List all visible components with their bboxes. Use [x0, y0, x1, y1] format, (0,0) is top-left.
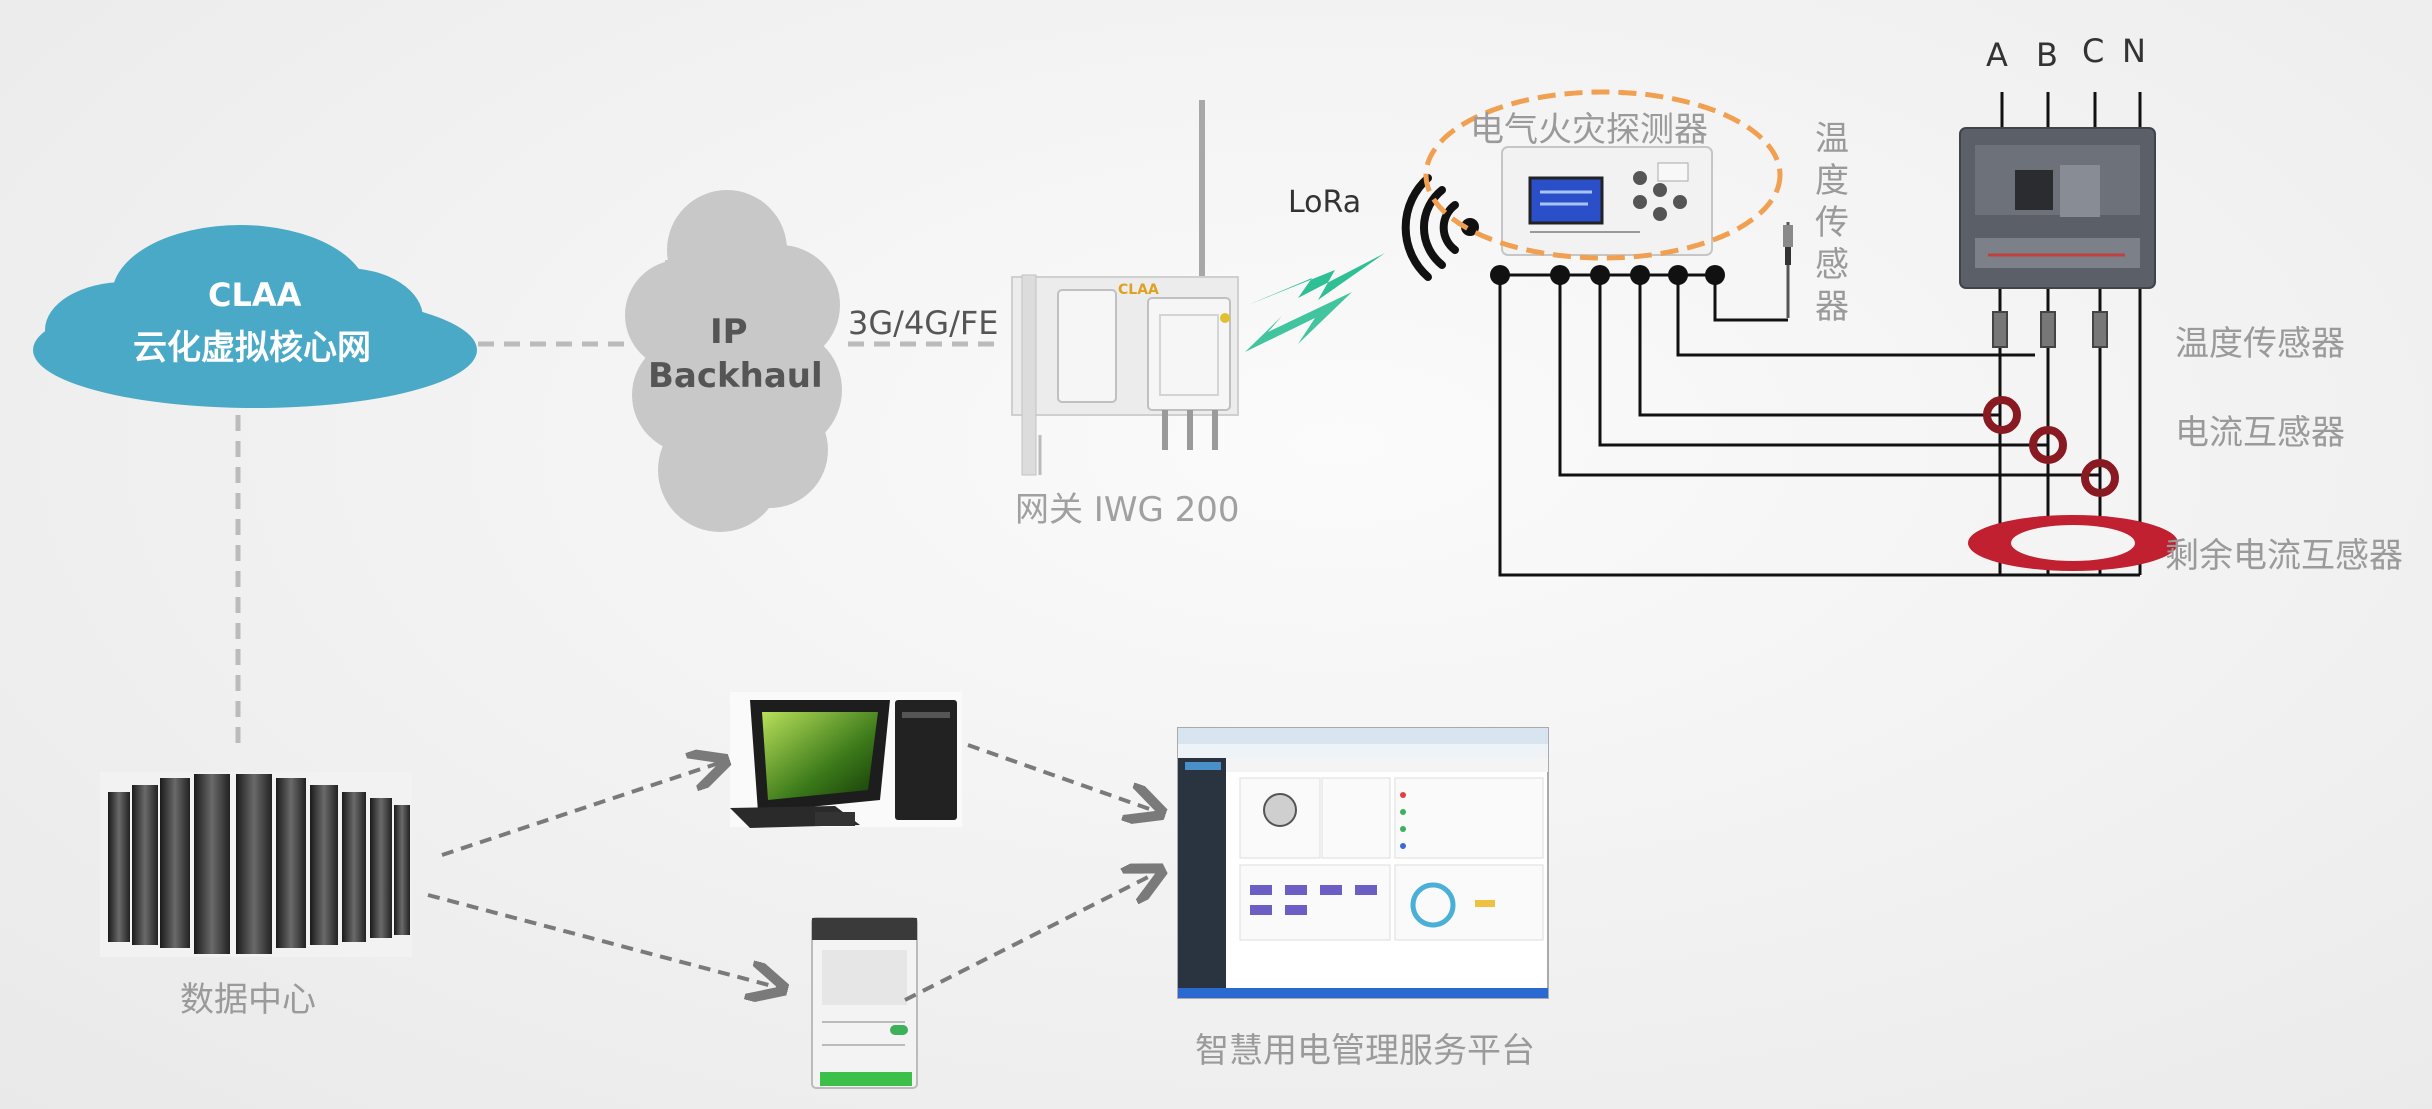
temp-sensor-char: 传: [1815, 203, 1849, 243]
current-transformers: [1983, 396, 2119, 497]
platform-label: 智慧用电管理服务平台: [1195, 1031, 1535, 1071]
phase-label-c: C: [2082, 32, 2105, 70]
gateway-logo: CLAA: [1118, 282, 1159, 298]
temp-sensor-char: 器: [1815, 287, 1849, 327]
lora-bolt: [1248, 253, 1385, 305]
wiring-nodes: [1490, 265, 1725, 285]
phase-label-n: N: [2122, 32, 2146, 70]
detector-label: 电气火灾探测器: [1470, 110, 1708, 150]
connection-lines: [235, 341, 995, 750]
fire-detector-device: [1501, 146, 1713, 256]
mobile-phone: [811, 917, 918, 1089]
temperature-probe: [1783, 222, 1793, 318]
datacenter-label: 数据中心: [180, 980, 316, 1020]
platform-screenshot: [1177, 727, 1549, 999]
cloud-subtitle: 云化虚拟核心网: [133, 328, 371, 368]
gateway-label: 网关 IWG 200: [1015, 490, 1240, 530]
backhaul-subtitle: Backhaul: [648, 356, 823, 396]
lora-bolt-tail: [1245, 292, 1352, 352]
desktop-computer: [730, 692, 962, 828]
cloud-title: CLAA: [208, 276, 302, 314]
phase-label-b: B: [2036, 36, 2058, 74]
gateway-device: [1011, 100, 1239, 476]
link-label: 3G/4G/FE: [848, 304, 999, 342]
lora-label: LoRa: [1288, 185, 1362, 220]
datacenter-servers: [100, 772, 412, 957]
temp-sensor-vertical-label: 温 度 传 感 器: [1812, 118, 1852, 328]
backhaul-cloud: [625, 190, 842, 532]
right-current-label: 电流互感器: [2175, 413, 2345, 453]
right-temp-label: 温度传感器: [2175, 324, 2345, 364]
detector-highlight-ring: [1423, 89, 1783, 261]
phase-label-a: A: [1986, 36, 2008, 74]
residual-current-ring: [1968, 515, 2178, 571]
temp-sensor-char: 度: [1815, 161, 1849, 201]
claa-cloud: [33, 225, 477, 408]
backhaul-title: IP: [710, 312, 748, 352]
right-temperature-probes: [1992, 311, 2108, 348]
flow-arrows: [427, 743, 1158, 1000]
right-residual-label: 剩余电流互感器: [2165, 536, 2403, 576]
wireless-signal-icon: [1401, 174, 1479, 281]
temp-sensor-char: 温: [1815, 119, 1849, 159]
temp-sensor-char: 感: [1815, 245, 1849, 285]
circuit-breaker: [1959, 127, 2156, 289]
